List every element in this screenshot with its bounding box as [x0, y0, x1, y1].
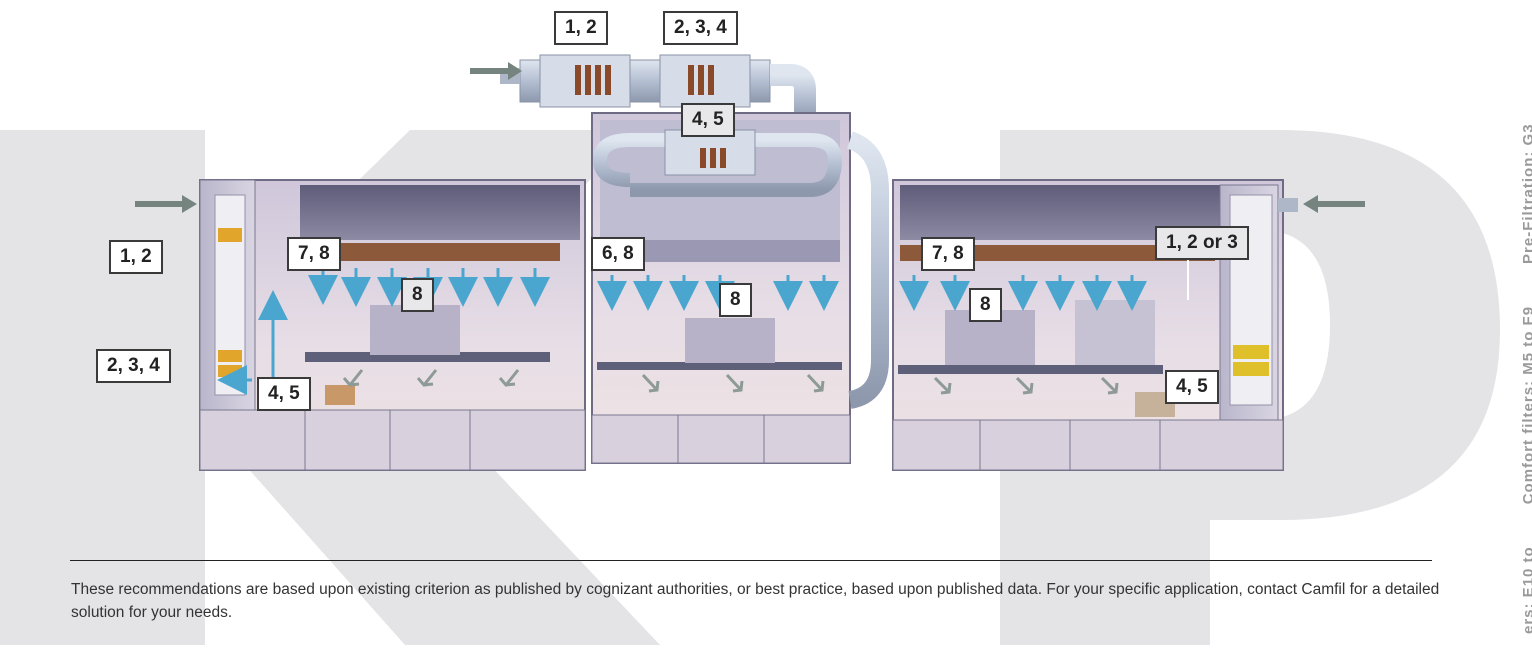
callout-left-floor: 4, 5 [257, 377, 311, 411]
callout-center-ceiling: 6, 8 [591, 237, 645, 271]
supply-airflow-arrows [217, 268, 1147, 395]
callout-ahu-comfort: 2, 3, 4 [663, 11, 738, 45]
left-cleanroom [199, 179, 586, 471]
sidebar-label-comfort: Comfort filters: M5 to F9 [1520, 305, 1532, 505]
footnote-divider [70, 560, 1432, 561]
callout-ahu-prefilter: 1, 2 [554, 11, 608, 45]
sidebar-label-prefilter: Pre-Filtration: G3 [1520, 123, 1532, 264]
return-airflow-arrows [342, 369, 1119, 395]
sidebar-vertical-labels: ers: E10 to Comfort filters: M5 to F9 Pre-… [1520, 81, 1532, 634]
callout-left-room: 8 [401, 278, 434, 312]
callout-center-room: 8 [719, 283, 752, 317]
callout-right-floor: 4, 5 [1165, 370, 1219, 404]
air-handling-unit [500, 54, 816, 120]
callout-left-wall-top: 1, 2 [109, 240, 163, 274]
callout-right-room: 8 [969, 288, 1002, 322]
sidebar-label-hepa: ers: E10 to [1520, 546, 1532, 634]
callout-right-ceiling: 7, 8 [921, 237, 975, 271]
callout-left-ceiling: 7, 8 [287, 237, 341, 271]
footnote-text: These recommendations are based upon exi… [71, 581, 1440, 621]
intake-arrows [135, 62, 1365, 213]
callout-left-wall-mid: 2, 3, 4 [96, 349, 171, 383]
right-cleanroom [892, 179, 1298, 471]
callout-right-wall-top: 1, 2 or 3 [1155, 226, 1249, 260]
callout-center-ahu: 4, 5 [681, 103, 735, 137]
filter-class-sidebar: ers: E10 to Comfort filters: M5 to F9 Pre-… [1502, 0, 1532, 645]
